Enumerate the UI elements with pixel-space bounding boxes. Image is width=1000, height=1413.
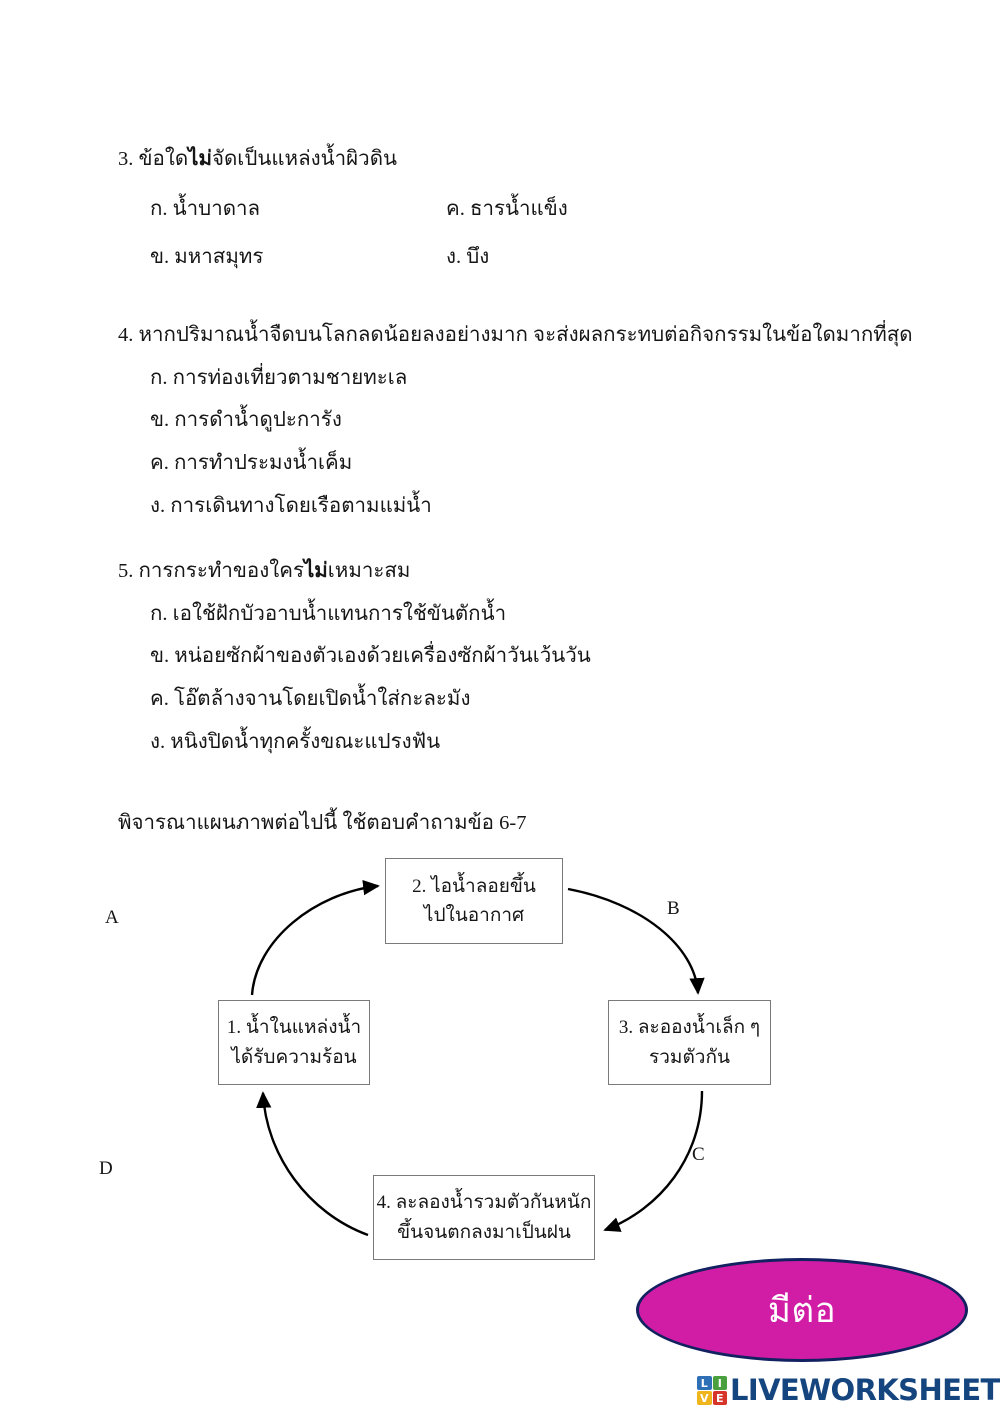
cycle-box-3: 3. ละอองน้ำเล็ก ๆ รวมตัวกัน bbox=[608, 1000, 771, 1085]
question-3-number: 3. bbox=[118, 148, 134, 170]
logo-tile-v: V bbox=[697, 1391, 712, 1405]
liveworksheets-mark-icon: L I V E bbox=[697, 1376, 727, 1405]
arrow-label-b: B bbox=[667, 898, 680, 919]
question-4-stem: 4. หากปริมาณน้ำจืดบนโลกลดน้อยลงอย่างมาก … bbox=[118, 322, 938, 350]
cycle-box-1-line2: ได้รับความร้อน bbox=[231, 1046, 357, 1068]
arrow-label-a: A bbox=[105, 907, 119, 928]
question-4-stem-text: หากปริมาณน้ำจืดบนโลกลดน้อยลงอย่างมาก จะส… bbox=[138, 324, 913, 346]
cycle-box-4-line2: ขึ้นจนตกลงมาเป็นฝน bbox=[397, 1221, 571, 1243]
cycle-box-2-line2: ไปในอากาศ bbox=[423, 905, 525, 926]
question-3-choice-row-1: ก. น้ำบาดาล ค. ธารน้ำแข็ง bbox=[150, 196, 938, 224]
question-4-choice-kha[interactable]: ข. การดำน้ำดูปะการัง bbox=[150, 409, 342, 432]
question-4-number: 4. bbox=[118, 324, 134, 346]
question-3-choice-kha[interactable]: ข. มหาสมุทร bbox=[150, 246, 264, 269]
cycle-box-3-line2: รวมตัวกัน bbox=[649, 1046, 730, 1068]
question-3-stem: 3. ข้อใดไม่จัดเป็นแหล่งน้ำผิวดิน bbox=[118, 146, 938, 174]
question-5-choice-kha[interactable]: ข. หน่อยซักผ้าของตัวเองด้วยเครื่องซักผ้า… bbox=[150, 645, 591, 668]
arrow-label-d: D bbox=[99, 1158, 113, 1179]
diagram-instruction: พิจารณาแผนภาพต่อไปนี้ ใช้ตอบคำถามข้อ 6-7 bbox=[118, 812, 527, 834]
question-5-stem: 5. การกระทำของใครไม่เหมาะสม bbox=[118, 558, 938, 586]
question-3: 3. ข้อใดไม่จัดเป็นแหล่งน้ำผิวดิน ก. น้ำบ… bbox=[118, 146, 938, 272]
question-4-choice-ngo[interactable]: ง. การเดินทางโดยเรือตามแม่น้ำ bbox=[150, 494, 432, 517]
question-5-choice-ka[interactable]: ก. เอใช้ฝักบัวอาบน้ำแทนการใช้ขันตักน้ำ bbox=[150, 602, 507, 625]
cycle-box-1: 1. น้ำในแหล่งน้ำ ได้รับความร้อน bbox=[218, 1000, 370, 1085]
cycle-box-3-line1: 3. ละอองน้ำเล็ก ๆ bbox=[618, 1017, 761, 1039]
question-5-choice-ngo[interactable]: ง. หนิงปิดน้ำทุกครั้งขณะแปรงฟัน bbox=[150, 730, 441, 753]
cycle-box-2-line1: 2. ไอน้ำลอยขึ้น bbox=[412, 875, 536, 897]
arrow-label-c: C bbox=[692, 1144, 705, 1165]
question-5-stem-before: การกระทำของใคร bbox=[138, 560, 304, 582]
logo-tile-e: E bbox=[712, 1391, 727, 1405]
question-5-negation: ไม่ bbox=[303, 560, 328, 582]
cycle-arrows bbox=[250, 880, 705, 1237]
logo-tile-l: L bbox=[697, 1376, 712, 1390]
continue-badge[interactable]: มีต่อ bbox=[636, 1258, 968, 1362]
continue-badge-label: มีต่อ bbox=[767, 1290, 837, 1331]
arrow-b bbox=[567, 887, 705, 995]
question-4-choice-ka[interactable]: ก. การท่องเที่ยวตามชายทะเล bbox=[150, 366, 408, 389]
question-4: 4. หากปริมาณน้ำจืดบนโลกลดน้อยลงอย่างมาก … bbox=[118, 322, 938, 520]
logo-tile-i: I bbox=[712, 1376, 727, 1390]
cycle-box-1-line1: 1. น้ำในแหล่งน้ำ bbox=[226, 1017, 362, 1039]
question-4-choice-kho[interactable]: ค. การทำประมงน้ำเค็ม bbox=[150, 452, 353, 475]
question-5-number: 5. bbox=[118, 560, 134, 582]
cycle-box-4: 4. ละลองน้ำรวมตัวกันหนัก ขึ้นจนตกลงมาเป็… bbox=[373, 1175, 595, 1260]
question-5: 5. การกระทำของใครไม่เหมาะสม ก. เอใช้ฝักบ… bbox=[118, 558, 938, 756]
liveworksheets-logo: L I V E LIVEWORKSHEETS bbox=[697, 1376, 1000, 1405]
arrow-d bbox=[256, 1091, 369, 1237]
question-5-choice-kho[interactable]: ค. โอ๊ตล้างจานโดยเปิดน้ำใส่กะละมัง bbox=[150, 688, 471, 711]
liveworksheets-wordmark: LIVEWORKSHEETS bbox=[730, 1373, 1000, 1407]
question-3-choice-ngo[interactable]: ง. บึง bbox=[446, 246, 490, 269]
question-3-choice-ka[interactable]: ก. น้ำบาดาล bbox=[150, 197, 261, 220]
cycle-box-2: 2. ไอน้ำลอยขึ้น ไปในอากาศ bbox=[385, 858, 563, 944]
question-3-negation: ไม่ bbox=[188, 148, 212, 170]
question-5-stem-after: เหมาะสม bbox=[327, 560, 411, 582]
question-3-choice-row-2: ข. มหาสมุทร ง. บึง bbox=[150, 244, 938, 272]
arrow-c bbox=[603, 1090, 704, 1232]
question-3-stem-before: ข้อใด bbox=[138, 148, 189, 170]
cycle-box-4-line1: 4. ละลองน้ำรวมตัวกันหนัก bbox=[376, 1192, 592, 1214]
water-cycle-diagram: 2. ไอน้ำลอยขึ้น ไปในอากาศ 1. น้ำในแหล่งน… bbox=[190, 845, 830, 1285]
question-3-stem-after: จัดเป็นแหล่งน้ำผิวดิน bbox=[211, 148, 398, 170]
arrow-a bbox=[250, 880, 380, 996]
question-3-choice-kho[interactable]: ค. ธารน้ำแข็ง bbox=[446, 197, 568, 220]
